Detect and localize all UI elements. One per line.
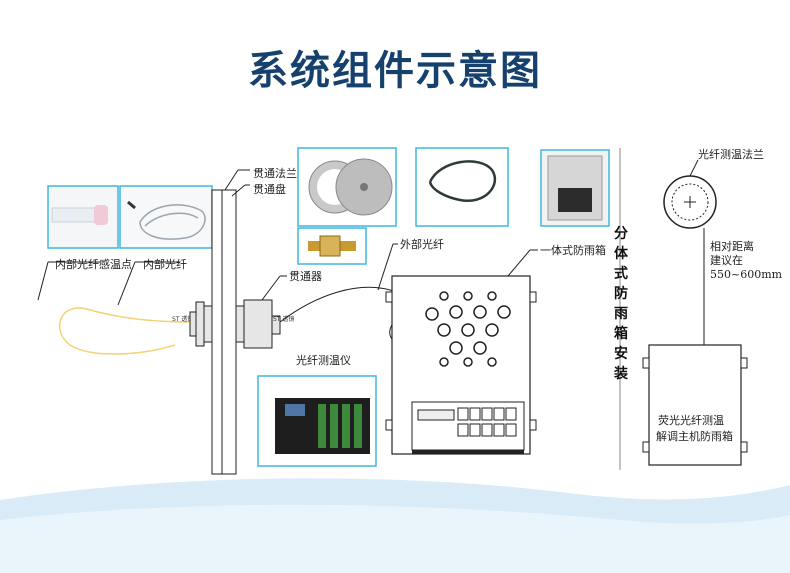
through-plate <box>211 189 223 475</box>
split-box-char: 雨 <box>614 306 628 322</box>
probe-image <box>51 205 108 225</box>
connector-image <box>308 235 356 257</box>
label-distance-2: 建议在 <box>710 253 743 267</box>
split-box-char: 箱 <box>614 326 628 342</box>
external-fiber-image <box>428 160 497 203</box>
label-external-fiber: 外部光纤 <box>400 237 444 251</box>
page-title: 系统组件示意图 <box>248 48 542 94</box>
label-integrated-box: 一体式防雨箱 <box>540 243 606 257</box>
right-fitting <box>235 299 281 349</box>
label-st-left: ST 透镜 <box>172 315 193 323</box>
label-through-flange: 贯通法兰 <box>253 166 297 180</box>
label-distance-3: 550~600mm <box>710 268 783 281</box>
split-box-char: 体 <box>614 246 628 262</box>
cable-glands <box>425 291 511 367</box>
split-box-char: 安 <box>614 346 628 362</box>
split-box-vertical-label: 分体式防雨箱安装 <box>610 224 632 384</box>
inner-fiber-image <box>127 200 206 240</box>
yellow-fiber <box>59 307 191 355</box>
label-inner-fiber: 内部光纤 <box>143 257 187 271</box>
host-box-line-1: 荧光光纤测温 <box>658 413 724 427</box>
label-inner-sensor: 内部光纤感温点 <box>55 257 132 271</box>
label-connector: 贯通器 <box>289 270 322 283</box>
split-box-char: 分 <box>614 226 628 242</box>
split-box-char: 装 <box>614 366 628 382</box>
label-through-plate: 贯通盘 <box>253 182 286 196</box>
split-box-char: 防 <box>614 286 628 302</box>
through-flange <box>221 189 237 475</box>
label-small-flange: 光纤测温法兰 <box>698 147 764 161</box>
left-fitting <box>189 301 213 347</box>
label-instrument: 光纤测温仪 <box>296 353 351 367</box>
host-box <box>648 344 742 466</box>
split-box-char: 式 <box>614 266 628 282</box>
host-box-line-2: 解调主机防雨箱 <box>656 429 733 443</box>
label-distance-1: 相对距离 <box>710 239 754 253</box>
bottom-wave-light <box>0 504 790 573</box>
